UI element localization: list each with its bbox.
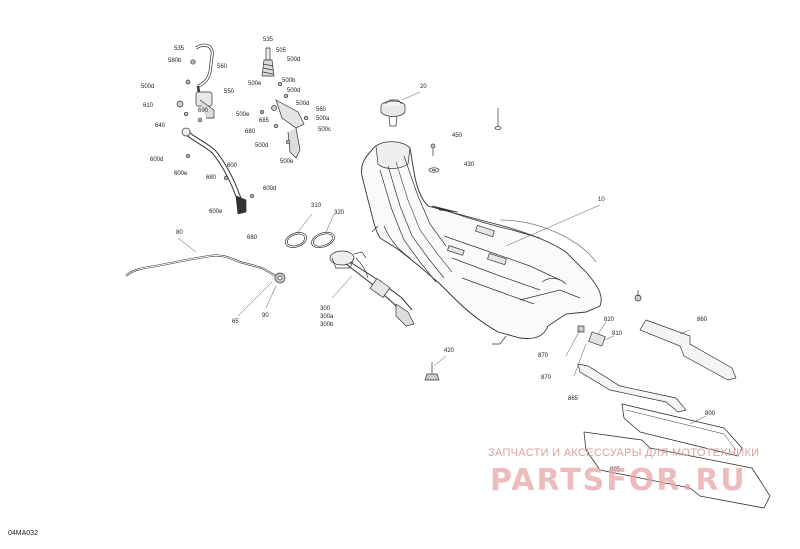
washer-430 [428,167,440,173]
callout-310: 310 [311,203,322,209]
callout-500a: 500a [316,116,330,122]
callout-810: 810 [612,331,623,337]
fuel-pump-module [329,250,415,327]
callout-680-3: 680 [247,235,258,241]
valve-assembly [259,47,309,159]
callout-685: 685 [259,118,270,124]
callout-500d-5: 500d [255,143,269,149]
callout-600e: 600e [174,171,188,177]
gasket-310 [285,232,307,248]
callout-500d-3: 500d [287,88,301,94]
callout-680-2: 680 [245,129,256,135]
callout-500d-2: 500d [287,57,301,63]
callout-500c: 500c [318,127,332,133]
callout-300b: 300b [320,322,334,328]
callout-610: 610 [143,103,154,109]
fitting-90 [274,272,286,284]
callout-600d-2: 600d [263,186,277,192]
callout-800: 800 [705,411,716,417]
watermark-tagline: ЗАПЧАСТИ И АКСЕССУАРЫ ДЛЯ МОТОТЕХНИКИ [488,447,760,459]
callout-535-2: 535 [263,37,274,43]
fuel-line [125,237,277,277]
callout-865: 865 [568,396,579,402]
ring-320 [311,231,335,249]
callout-820: 820 [604,317,615,323]
callout-500e: 500e [248,81,262,87]
callout-300a: 300a [320,314,334,320]
callout-430: 430 [464,162,475,168]
stud-top [494,108,502,130]
protector-plate-800 [621,403,743,457]
callout-600d: 600d [150,157,164,163]
watermark-logo-text: PARTSFOR.RU [490,463,747,498]
callout-10: 10 [598,197,605,203]
callout-500d-4: 500d [296,101,310,107]
bolt-420 [424,362,440,381]
callout-600: 600 [227,163,238,169]
callout-500b: 500b [282,78,296,84]
callout-640: 640 [155,123,166,129]
callout-535: 535 [174,46,185,52]
callout-500d: 500d [141,84,155,90]
callout-420: 420 [444,348,455,354]
strap-860 [639,319,737,381]
vent-hose-upper-assembly [176,43,215,123]
callout-805: 805 [610,467,621,473]
callout-870: 870 [538,353,549,359]
bolt-450 [430,143,436,156]
callout-65: 65 [232,319,239,325]
callout-600e-2: 600e [209,209,223,215]
callout-500e-3: 500e [280,159,294,165]
callout-500e-2: 500e [236,112,250,118]
callout-90: 90 [262,313,269,319]
callout-300: 300 [320,306,331,312]
callout-560: 560 [217,64,228,70]
callout-690: 690 [198,108,209,114]
figure-code: 04MA032 [8,530,38,537]
callout-860: 860 [697,317,708,323]
callout-20: 20 [420,84,427,90]
callout-450: 450 [452,133,463,139]
fuel-cap [380,99,406,127]
fuel-tank [361,141,602,345]
clip-820-810 [577,290,642,347]
callout-680: 680 [206,175,217,181]
watermark-logo: PARTSFOR.RU [490,463,747,498]
strap-865 [577,363,687,413]
callout-580b: 580b [168,58,182,64]
callout-560-2: 560 [316,107,327,113]
callout-870-2: 870 [541,375,552,381]
callout-505: 505 [276,48,287,54]
callout-550: 550 [224,89,235,95]
vent-hose-lower [181,127,255,215]
callout-80: 80 [176,230,183,236]
protector-plate-805 [583,431,771,509]
callout-320: 320 [334,210,345,216]
